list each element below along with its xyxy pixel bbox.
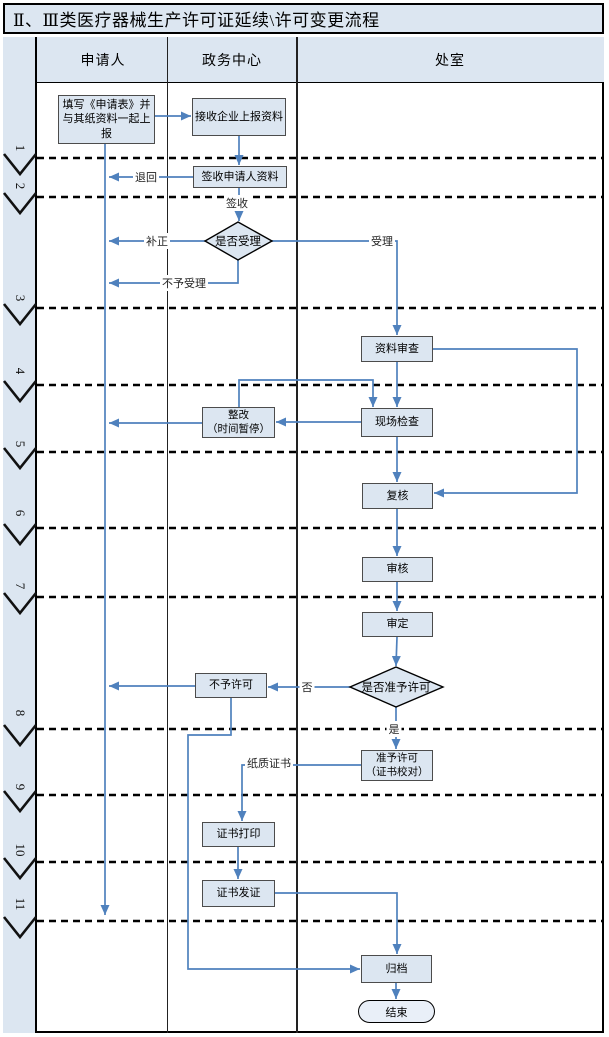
step-chevron-icons [2, 153, 38, 940]
step-number-8: 8 [13, 709, 28, 717]
column-header-band [37, 37, 604, 83]
column-divider-applicant-center [167, 37, 168, 1033]
phase-separator-lines [37, 156, 604, 923]
page-title-bar: Ⅱ、Ⅲ类医疗器械生产许可证延续\许可变更流程 [3, 3, 604, 34]
step-number-7: 7 [13, 582, 28, 590]
edge-label-no: 否 [299, 679, 315, 695]
step-number-5: 5 [13, 440, 28, 448]
grant-decision-diamond [348, 666, 445, 708]
node-rectification: 整改 （时间暂停） [202, 407, 275, 438]
node-review: 审核 [362, 557, 433, 582]
edge-label-paper-cert: 纸质证书 [245, 755, 293, 771]
step-number-3: 3 [13, 294, 28, 302]
node-sign-receive: 签收申请人资料 [193, 166, 287, 188]
edge-label-sign: 签收 [224, 195, 250, 211]
step-number-11: 11 [13, 897, 28, 911]
step-number-1: 1 [13, 144, 28, 152]
edge-label-reject: 不予受理 [160, 275, 208, 291]
node-site-inspection: 现场检查 [361, 408, 433, 437]
edge-label-accept: 受理 [369, 233, 395, 249]
node-recheck: 复核 [362, 483, 433, 509]
node-cert-issue: 证书发证 [202, 880, 275, 907]
node-not-granted: 不予许可 [195, 673, 267, 698]
node-material-review: 资料审查 [361, 336, 433, 362]
edge-label-return: 退回 [133, 169, 159, 185]
node-receive-materials: 接收企业上报资料 [192, 98, 286, 136]
step-number-column [3, 37, 37, 1033]
step-number-4: 4 [13, 367, 28, 375]
column-header-service-center: 政务中心 [202, 54, 262, 69]
column-divider-center-department [296, 37, 298, 1033]
node-fill-form: 填写《申请表》并 与其纸资料一起上 报 [58, 95, 155, 144]
edge-label-yes: 是 [386, 721, 402, 737]
node-cert-print: 证书打印 [202, 822, 275, 847]
step-number-2: 2 [13, 182, 28, 190]
step-number-9: 9 [13, 783, 28, 791]
page-title: Ⅱ、Ⅲ类医疗器械生产许可证延续\许可变更流程 [13, 11, 380, 30]
step-number-10: 10 [13, 843, 28, 857]
column-header-department: 处室 [435, 54, 465, 69]
accept-decision-diamond [203, 221, 274, 261]
edge-label-supplement: 补正 [144, 233, 170, 249]
node-end: 结束 [358, 1000, 435, 1023]
step-number-6: 6 [13, 509, 28, 517]
flow-arrows [100, 111, 578, 999]
node-granted: 准予许可 （证书校对） [361, 750, 433, 781]
node-final-review: 审定 [362, 612, 433, 637]
node-archive: 归档 [361, 955, 432, 983]
column-header-applicant: 申请人 [80, 54, 126, 69]
